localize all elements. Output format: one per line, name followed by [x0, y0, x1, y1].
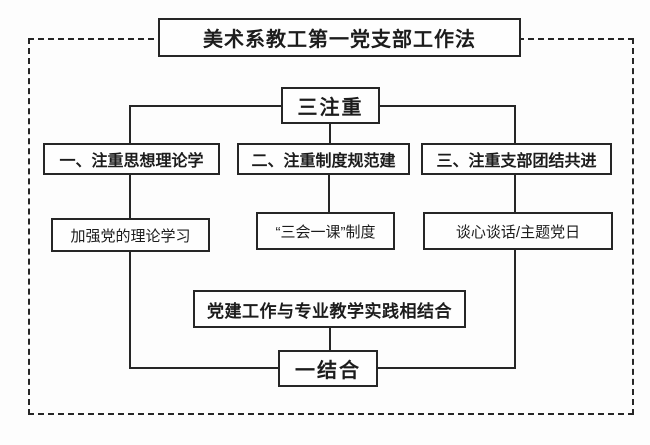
node-practice-1: 加强党的理论学习 [51, 218, 210, 252]
node-practice-2: “三会一课”制度 [256, 212, 395, 250]
node-emphasis-3-label: 三、注重支部团结共进 [436, 153, 597, 170]
connector-right-emphasis-to-practice [514, 175, 516, 212]
node-emphasis-2: 二、注重制度规范建 [237, 143, 410, 175]
connector-center-emphasis-to-practice [328, 175, 330, 212]
node-practice-3: 谈心谈话/主题党日 [423, 212, 613, 250]
node-three-emphases-label: 三注重 [297, 97, 364, 119]
node-practice-3-label: 谈心谈话/主题党日 [455, 223, 581, 241]
connector-left-emphasis-to-practice [129, 175, 131, 218]
node-practice-1-label: 加强党的理论学习 [70, 227, 191, 245]
node-emphasis-2-label: 二、注重制度规范建 [251, 153, 396, 170]
node-emphasis-3: 三、注重支部团结共进 [421, 143, 612, 175]
connector-bottom-horizontal-right [378, 367, 516, 369]
connector-left-practice-to-bottom [129, 252, 131, 369]
connector-right-branch-drop [514, 105, 516, 143]
node-three-emphases: 三注重 [281, 87, 380, 124]
connector-right-practice-to-bottom [514, 250, 516, 369]
connector-left-branch-drop [129, 105, 131, 143]
node-combination-note-label: 党建工作与专业教学实践相结合 [207, 301, 452, 321]
node-one-combination-label: 一结合 [295, 360, 361, 382]
connector-center-branch-drop [329, 124, 331, 143]
node-practice-2-label: “三会一课”制度 [275, 223, 376, 241]
connector-top-horizontal-left [129, 105, 281, 107]
node-combination-note: 党建工作与专业教学实践相结合 [193, 290, 466, 328]
connector-note-to-bottom-node [329, 328, 331, 350]
node-one-combination: 一结合 [278, 350, 378, 387]
diagram-title-box: 美术系教工第一党支部工作法 [158, 18, 521, 57]
connector-bottom-horizontal-left [129, 367, 278, 369]
node-emphasis-1-label: 一、注重思想理论学 [59, 153, 204, 170]
diagram-title: 美术系教工第一党支部工作法 [203, 29, 476, 51]
connector-top-horizontal-right [380, 105, 516, 107]
node-emphasis-1: 一、注重思想理论学 [43, 143, 220, 175]
